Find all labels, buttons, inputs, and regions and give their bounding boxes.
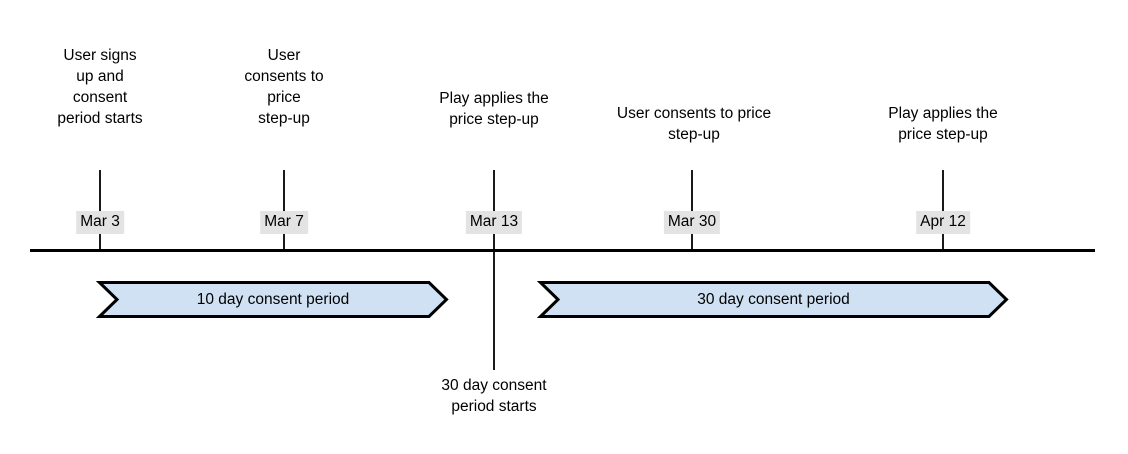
below-note-30-day-start: 30 day consent period starts [441,377,547,415]
period-banner-10-day-shape [98,281,448,318]
tick-stub-apr-12 [942,234,944,251]
event-label-apr-12: Play applies the price step-up [888,105,998,143]
connector-mar-13-to-note [493,252,495,370]
tick-mar-30 [691,170,693,213]
tick-apr-12 [942,170,944,213]
period-banner-10-day: 10 day consent period [98,281,448,318]
event-label-mar-3: User signs up and consent period starts [57,47,143,127]
date-chip-mar-7: Mar 7 [260,211,308,234]
event-label-mar-30: User consents to price step-up [616,105,772,143]
tick-stub-mar-30 [691,234,693,251]
date-chip-mar-3: Mar 3 [76,211,124,234]
tick-mar-7 [283,170,285,213]
date-chip-apr-12: Apr 12 [916,211,970,234]
period-banner-30-day: 30 day consent period [539,281,1008,318]
tick-mar-13 [493,170,495,213]
tick-stub-mar-13 [493,234,495,251]
period-banner-30-day-shape [539,281,1008,318]
date-chip-mar-30: Mar 30 [663,211,721,234]
date-chip-mar-13: Mar 13 [465,211,523,234]
tick-mar-3 [99,170,101,213]
tick-stub-mar-3 [99,234,101,251]
event-label-mar-7: User consents to price step-up [244,47,324,127]
timeline-axis [30,249,1095,252]
event-label-mar-13: Play applies the price step-up [439,90,549,128]
tick-stub-mar-7 [283,234,285,251]
